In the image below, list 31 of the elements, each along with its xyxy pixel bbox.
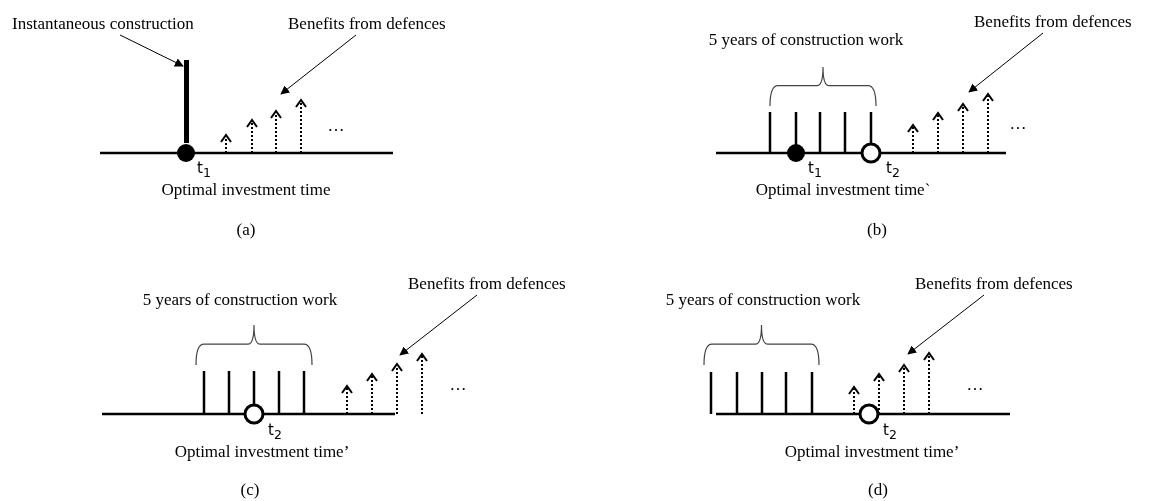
leader-line [119,34,184,67]
panel-label: (b) [867,220,887,240]
leader-line [968,32,1044,93]
construction-bar [184,60,189,143]
callout-text: Benefits from defences [974,12,1132,32]
leader-line [399,294,478,356]
ellipsis: … [1009,114,1027,134]
ellipsis: … [449,375,467,395]
ellipsis: … [966,375,984,395]
time-label: t$_{2}$ [883,420,897,444]
callout-text: Benefits from defences [408,274,566,294]
brace-label: 5 years of construction work [142,290,338,310]
brace-label: 5 years of construction work [708,30,904,50]
panel-label: (a) [236,220,256,240]
callout-text: Benefits from defences [288,14,446,34]
leader-line [907,294,985,355]
time-label: t$_{2}$ [886,158,900,182]
axis-caption: Optimal investment time’ [784,442,960,462]
panel-label: (d) [868,480,888,500]
callout-text: Instantaneous construction [12,14,194,34]
time-label: t$_{2}$ [268,420,282,444]
axis-caption: Optimal investment time [161,180,331,200]
callout-text: Benefits from defences [915,274,1073,294]
brace-label: 5 years of construction work [665,290,861,310]
ellipsis: … [327,116,345,136]
axis-caption: Optimal investment time` [755,180,931,200]
time-label: t$_{1}$ [808,158,822,182]
time-label: t$_{1}$ [197,158,211,182]
leader-line [280,34,357,95]
axis-caption: Optimal investment time’ [174,442,350,462]
panel-label: (c) [240,480,260,500]
